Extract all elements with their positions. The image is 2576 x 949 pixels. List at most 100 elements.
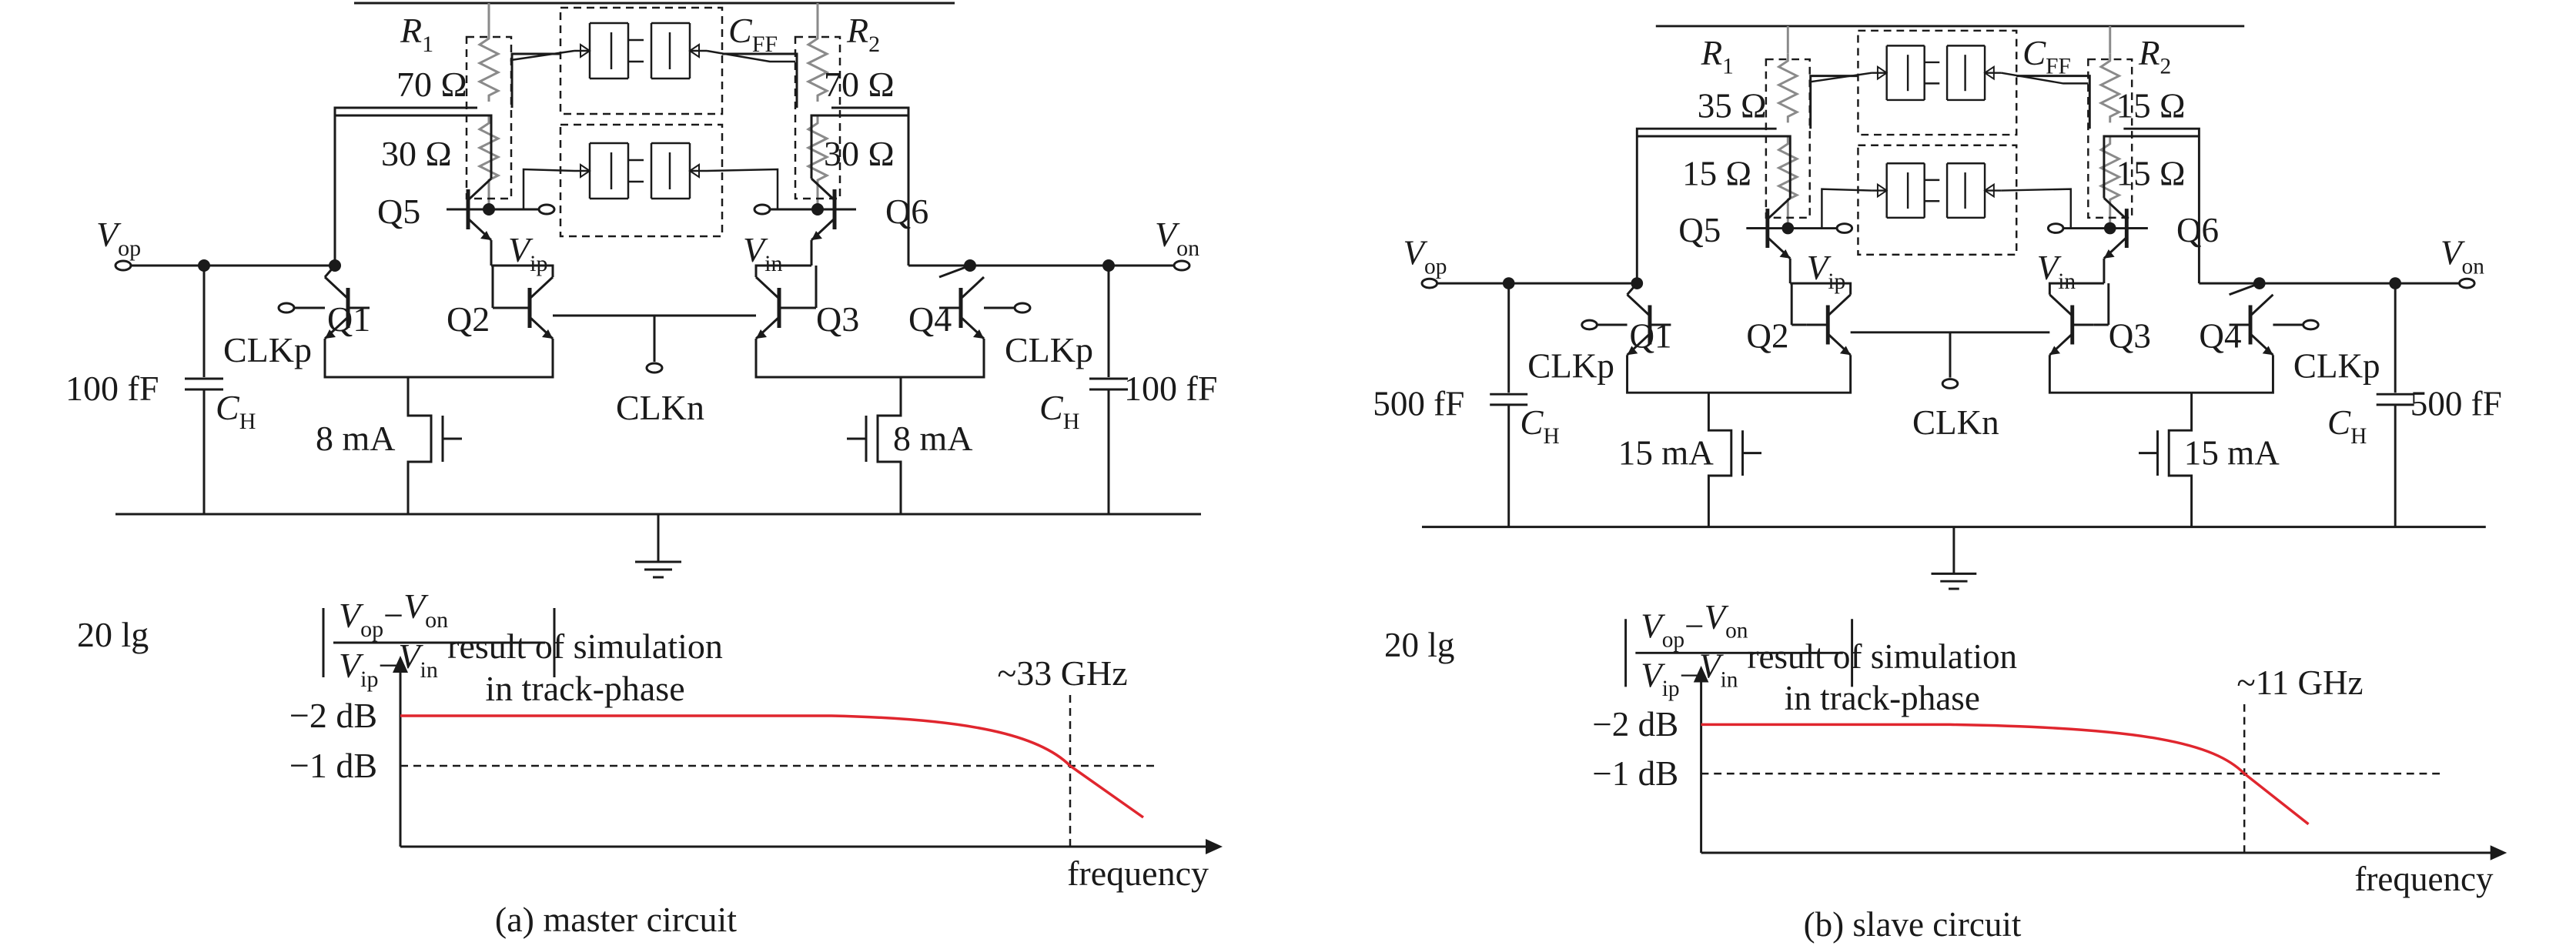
wire	[1637, 135, 1791, 199]
wire	[2103, 135, 2200, 199]
clkp-left-label: CLKp	[223, 330, 312, 369]
q3-label: Q3	[816, 299, 859, 339]
wire	[1708, 355, 1852, 394]
cur-right-mosfet	[2167, 393, 2193, 527]
gain-numerator: Vop−Von	[1641, 598, 1748, 653]
q2-transistor	[508, 277, 553, 339]
cur-right-mosfet	[876, 377, 902, 514]
wire	[1809, 75, 1858, 129]
cap-right-value: 100 fF	[1124, 369, 1217, 408]
q3-transistor	[2049, 295, 2093, 355]
junction-dot	[2389, 277, 2402, 289]
wire	[2123, 127, 2200, 137]
sim-line2: in track-phase	[1785, 679, 1980, 717]
cff-upper-cell	[573, 22, 708, 80]
x-axis-arrow	[2490, 845, 2507, 860]
r1-top-resistor	[478, 29, 500, 103]
q5-label: Q5	[377, 192, 420, 231]
r1-top-resistor	[1778, 52, 1798, 124]
r2-dashed-box	[794, 35, 841, 200]
vop-terminal	[114, 259, 132, 272]
cap-right-value: 500 fF	[2410, 385, 2502, 423]
cff-link	[706, 168, 779, 209]
r1-bottom-resistor	[1778, 135, 1798, 207]
q6-label: Q6	[885, 192, 928, 231]
wire	[831, 106, 910, 115]
wire	[1635, 127, 1777, 137]
panel-caption: (b) slave circuit	[1804, 905, 2022, 944]
panel-caption: (a) master circuit	[495, 900, 737, 939]
wire	[491, 264, 554, 277]
frequency-label: frequency	[2354, 860, 2494, 898]
y-axis-arrow	[1693, 665, 1709, 683]
vin-label: Vin	[2037, 249, 2076, 294]
r2-bottom-value: 15 Ω	[2116, 155, 2186, 193]
q4-label: Q4	[2199, 316, 2241, 355]
sim-line2: in track-phase	[485, 669, 684, 708]
cur-left-mosfet	[406, 377, 433, 514]
clkp-left-terminal	[277, 302, 296, 314]
wire	[722, 52, 798, 108]
q4-label: Q4	[908, 299, 952, 339]
minus-2db-label: −2 dB	[289, 696, 377, 735]
wire	[754, 264, 811, 277]
cff-lower-cell	[1870, 162, 2002, 219]
wire	[510, 52, 560, 108]
wire	[754, 339, 901, 379]
q5-label: Q5	[1678, 211, 1721, 249]
wire	[323, 265, 336, 278]
clkp-right-terminal	[1013, 302, 1032, 314]
clkn-label: CLKn	[616, 388, 704, 427]
r2-top-value: 70 Ω	[824, 65, 895, 104]
gain-numerator: Vop−Von	[339, 586, 448, 642]
clkp-left-label: CLKp	[1527, 347, 1614, 386]
q2-label: Q2	[1746, 316, 1788, 355]
q6-label: Q6	[2176, 211, 2219, 249]
r1-label: R1	[400, 11, 433, 57]
sim-line1: result of simulation	[447, 627, 723, 666]
wire	[1626, 355, 1709, 394]
vin-label: Vin	[743, 230, 782, 276]
wire	[2191, 355, 2274, 394]
cur-right-value: 8 mA	[893, 419, 973, 458]
cff-lower-box	[559, 123, 724, 238]
gain-prefix: 20 lg	[77, 615, 149, 654]
r2-bottom-value: 30 Ω	[824, 134, 895, 173]
clkp-right-label: CLKp	[2293, 347, 2380, 386]
minus-1db-label: −1 dB	[289, 746, 377, 785]
vop-label: Vop	[1403, 234, 1447, 279]
r1-bottom-resistor	[478, 114, 500, 188]
cff-lower-cell	[573, 142, 708, 200]
cur-right-value: 15 mA	[2184, 433, 2280, 472]
q1-label: Q1	[1630, 316, 1672, 355]
x-axis-arrow	[1206, 839, 1223, 854]
vip-label: Vip	[1807, 249, 1845, 294]
cff-upper-box	[559, 6, 724, 115]
r1-dashed-box	[465, 35, 513, 200]
ch-left-label: CH	[1520, 403, 1559, 449]
vop-label: Vop	[96, 215, 141, 261]
r2-top-value: 15 Ω	[2116, 87, 2186, 125]
gain-denominator: Vip−Vin	[1641, 647, 1738, 702]
cff-link	[1808, 72, 1872, 84]
wire	[901, 339, 985, 379]
von-label: Von	[2441, 234, 2484, 279]
minus-1db-label: −1 dB	[1592, 754, 1678, 793]
cff-link	[2001, 72, 2089, 85]
cff-label: CFF	[728, 11, 778, 57]
frequency-label: frequency	[1067, 854, 1209, 893]
q1-label: Q1	[327, 299, 370, 339]
vip-terminal	[537, 203, 556, 216]
cur-left-value: 15 mA	[1618, 433, 1714, 472]
vip-label: Vip	[508, 230, 547, 276]
junction-dot	[1781, 222, 1795, 235]
sim-line1: result of simulation	[1748, 637, 2018, 676]
vin-terminal	[753, 203, 771, 216]
bandwidth-label: ~33 GHz	[997, 653, 1127, 693]
ch-left-label: CH	[216, 388, 256, 434]
minus-2db-label: −2 dB	[1592, 705, 1678, 743]
